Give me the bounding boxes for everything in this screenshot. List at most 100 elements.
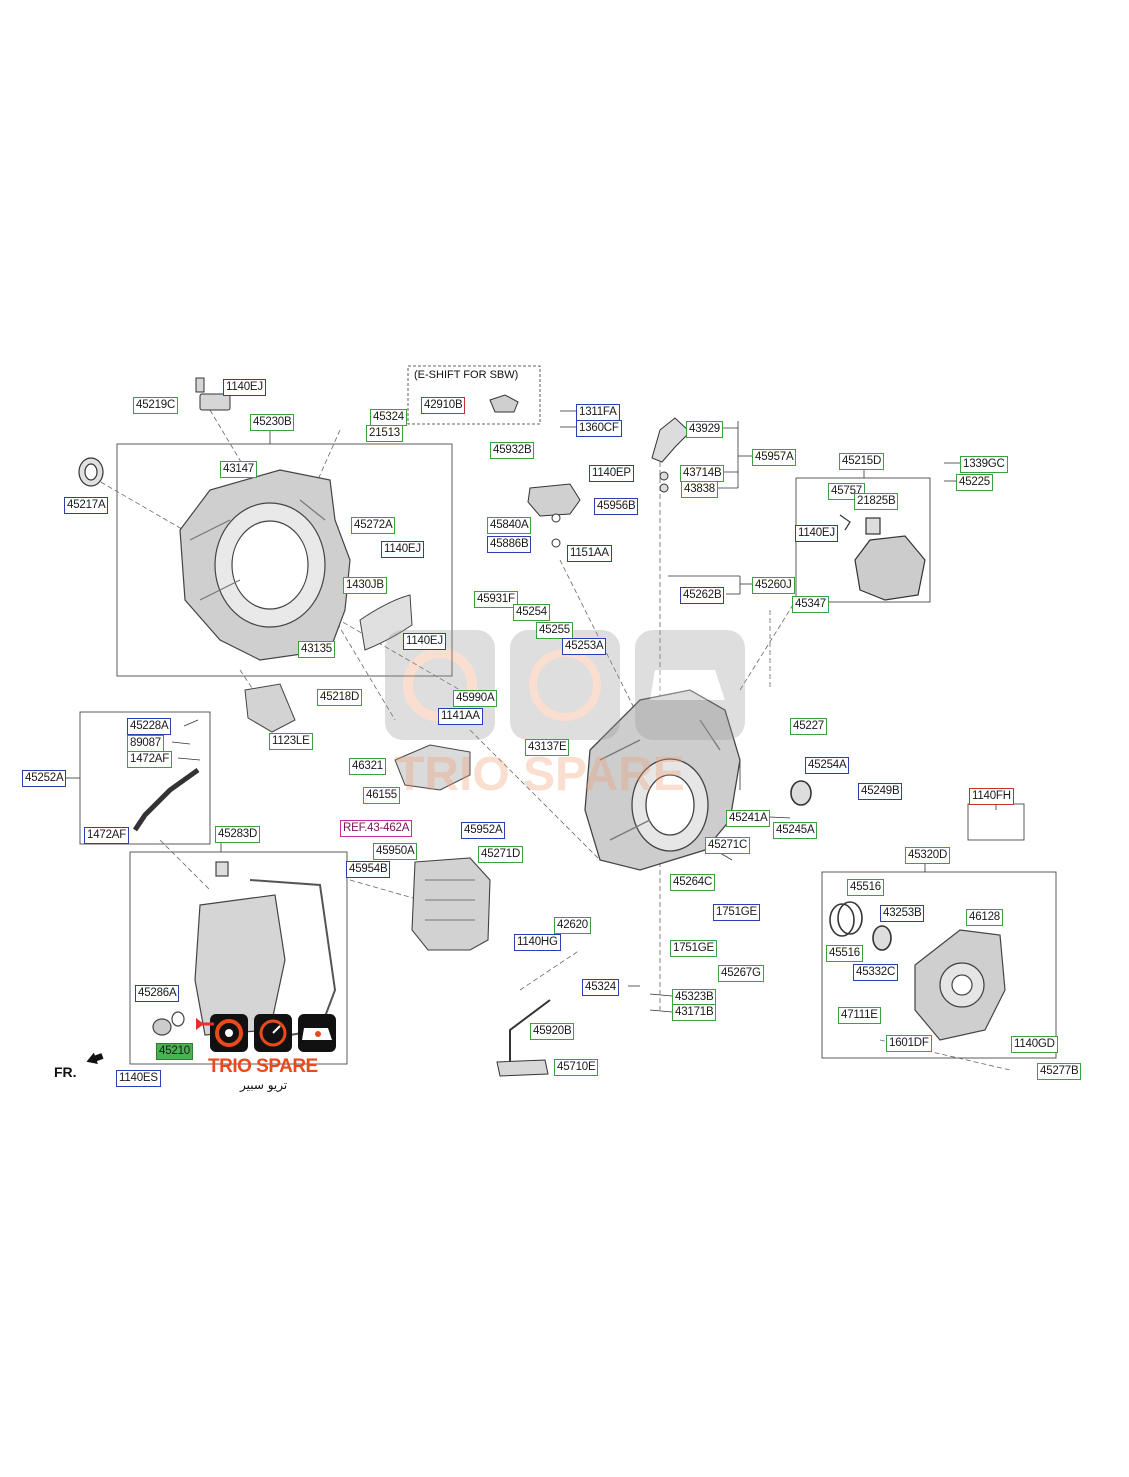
part-callout[interactable]: 1140ES — [116, 1070, 161, 1087]
part-callout[interactable]: 1472AF — [84, 827, 130, 844]
o-ring-part — [790, 780, 892, 951]
part-callout[interactable]: 46128 — [966, 909, 1003, 926]
part-callout[interactable]: 45245A — [773, 822, 818, 839]
part-callout[interactable]: 1140EJ — [223, 379, 266, 396]
part-callout[interactable]: 1140EJ — [403, 633, 446, 650]
part-callout[interactable]: 1123LE — [269, 733, 313, 750]
part-callout[interactable]: 43253B — [880, 905, 925, 922]
section-header: (E-SHIFT FOR SBW) — [414, 369, 519, 381]
part-callout[interactable]: 45210 — [156, 1043, 193, 1060]
part-callout[interactable]: 1360CF — [576, 420, 622, 437]
part-callout[interactable]: 45283D — [215, 826, 261, 843]
part-callout[interactable]: 45225 — [956, 474, 993, 491]
part-callout[interactable]: 45347 — [792, 596, 829, 613]
part-callout[interactable]: 45260J — [752, 577, 795, 594]
part-callout[interactable]: 43714B — [680, 465, 725, 482]
part-callout[interactable]: 45324 — [370, 409, 407, 426]
part-callout[interactable]: REF.43-462A — [340, 820, 413, 837]
part-callout[interactable]: 45954B — [346, 861, 391, 878]
oil-pan-group-frame — [129, 851, 348, 1065]
part-callout[interactable]: 45516 — [847, 879, 884, 896]
part-callout[interactable]: 45323B — [672, 989, 717, 1006]
part-callout[interactable]: 45957A — [752, 449, 797, 466]
part-callout[interactable]: 45271C — [705, 837, 751, 854]
part-callout[interactable]: 45990A — [453, 690, 498, 707]
part-callout[interactable]: 45272A — [351, 517, 396, 534]
baffle-part — [359, 594, 413, 651]
part-callout[interactable]: 1140GD — [1011, 1036, 1058, 1053]
part-callout[interactable]: 46321 — [349, 758, 386, 775]
transmission-case-part — [584, 689, 741, 871]
part-callout[interactable]: 45217A — [64, 497, 109, 514]
part-callout[interactable]: 45254A — [805, 757, 850, 774]
part-callout[interactable]: 89087 — [127, 735, 164, 752]
part-callout[interactable]: 45219C — [133, 397, 179, 414]
part-callout[interactable]: 43838 — [681, 481, 718, 498]
part-callout[interactable]: 45886B — [487, 536, 532, 553]
part-callout[interactable]: 1601DF — [886, 1035, 932, 1052]
brand-logo: TRIO SPARE تريو سبير — [194, 1012, 344, 1094]
part-callout[interactable]: 45262B — [680, 587, 725, 604]
part-callout[interactable]: 1751GE — [713, 904, 760, 921]
oil-seal-part — [78, 457, 104, 487]
part-callout[interactable]: 45253A — [562, 638, 607, 655]
valve-body-part — [411, 857, 491, 951]
part-callout[interactable]: 43137E — [525, 739, 570, 756]
part-callout[interactable]: 1151AA — [567, 545, 612, 562]
part-callout[interactable]: 45227 — [790, 718, 827, 735]
part-callout[interactable]: 43929 — [686, 421, 723, 438]
part-callout[interactable]: 45255 — [536, 622, 573, 639]
part-callout[interactable]: 45252A — [22, 770, 67, 787]
part-callout[interactable]: 45249B — [858, 783, 903, 800]
part-callout[interactable]: 45840A — [487, 517, 532, 534]
part-callout[interactable]: 45950A — [373, 843, 418, 860]
part-callout[interactable]: 45215D — [839, 453, 885, 470]
part-callout[interactable]: 45932B — [490, 442, 535, 459]
part-callout[interactable]: 45952A — [461, 822, 506, 839]
converter-housing-part — [179, 469, 351, 661]
part-callout[interactable]: 1140EP — [589, 465, 634, 482]
part-callout[interactable]: 45241A — [726, 810, 771, 827]
part-callout[interactable]: 1751GE — [670, 940, 717, 957]
part-callout[interactable]: 42620 — [554, 917, 591, 934]
part-callout[interactable]: 45324 — [582, 979, 619, 996]
part-callout[interactable]: 1339GC — [960, 456, 1008, 473]
part-callout[interactable]: 1140FH — [969, 788, 1014, 805]
part-callout[interactable]: 45230B — [250, 414, 295, 431]
part-callout[interactable]: 43171B — [672, 1004, 717, 1021]
brand-logo-arabic: تريو سبير — [240, 1078, 288, 1092]
part-callout[interactable]: 45320D — [905, 847, 951, 864]
part-callout[interactable]: 45264C — [670, 874, 716, 891]
part-callout[interactable]: 45286A — [135, 985, 180, 1002]
part-callout[interactable]: 1472AF — [127, 751, 173, 768]
part-callout[interactable]: 45931F — [474, 591, 518, 608]
part-callout[interactable]: 45710E — [554, 1059, 599, 1076]
brand-logo-text: TRIO SPARE — [208, 1056, 318, 1077]
part-callout[interactable]: 1141AA — [438, 708, 483, 725]
part-callout[interactable]: 45920B — [530, 1023, 575, 1040]
part-callout[interactable]: 45271D — [478, 846, 524, 863]
part-callout[interactable]: 43135 — [298, 641, 335, 658]
part-callout[interactable]: 1311FA — [576, 404, 620, 421]
part-callout[interactable]: 45228A — [127, 718, 172, 735]
part-callout[interactable]: 45218D — [317, 689, 363, 706]
part-callout[interactable]: 45956B — [594, 498, 639, 515]
part-callout[interactable]: 1140HG — [514, 934, 561, 951]
shift-actuator-part — [839, 514, 926, 601]
front-direction-icon — [86, 1052, 104, 1064]
part-callout[interactable]: 45254 — [513, 604, 550, 621]
part-callout[interactable]: 43147 — [220, 461, 257, 478]
part-callout[interactable]: 1140EJ — [795, 525, 838, 542]
part-callout[interactable]: 1430JB — [343, 577, 387, 594]
part-callout[interactable]: 1140EJ — [381, 541, 424, 558]
part-callout[interactable]: 21513 — [366, 425, 403, 442]
part-callout[interactable]: 45332C — [853, 964, 899, 981]
part-callout[interactable]: 45277B — [1037, 1063, 1082, 1080]
part-callout[interactable]: 46155 — [363, 787, 400, 804]
part-callout[interactable]: 21825B — [854, 493, 899, 510]
part-callout[interactable]: 42910B — [421, 397, 466, 414]
part-callout[interactable]: 47111E — [838, 1007, 881, 1024]
part-callout[interactable]: 45516 — [826, 945, 863, 962]
part-callout[interactable]: 45267G — [718, 965, 764, 982]
